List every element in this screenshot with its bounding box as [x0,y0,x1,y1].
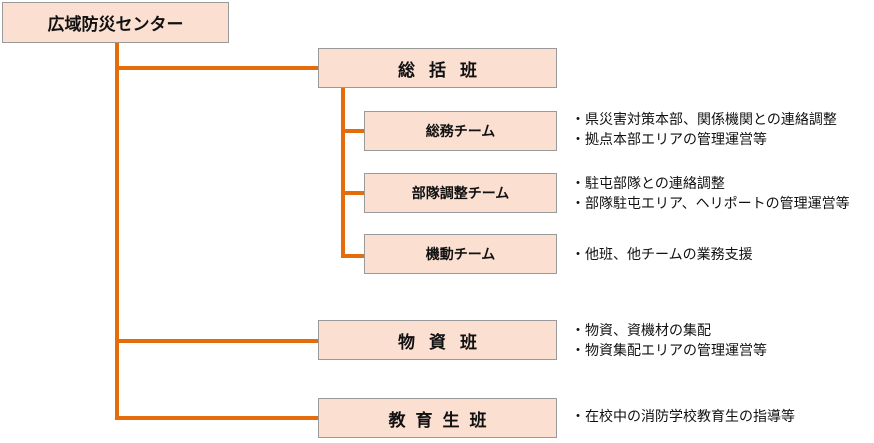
sub-trunk-line [341,88,345,258]
subteam-unit-coordination-label: 部隊調整チーム [411,186,510,202]
branch-line-trainees [115,416,318,420]
group-supplies-box: 物資班 [318,320,557,360]
duty-item: ・物資集配エリアの管理運営等 [571,343,767,359]
branch-line-general [115,66,318,70]
subteam-mobile-label: 機動チーム [425,247,496,263]
group-trainees-box: 教育生班 [318,398,557,438]
duty-item: ・他班、他チームの業務支援 [571,247,753,263]
subteam-unit-coordination-box: 部隊調整チーム [364,173,557,213]
duty-item: ・在校中の消防学校教育生の指導等 [571,409,795,425]
group-supplies-label: 物資班 [398,332,491,353]
duties-trainees: ・在校中の消防学校教育生の指導等 [571,407,795,427]
root-node-box: 広域防災センター [2,2,229,43]
subteam-general-affairs-box: 総務チーム [364,111,557,151]
duties-supplies: ・物資、資機材の集配 ・物資集配エリアの管理運営等 [571,321,767,361]
group-general-label: 総括班 [398,60,491,81]
trunk-line [115,43,119,419]
sub-branch-line-unit-coordination [341,191,364,195]
duty-item: ・部隊駐屯エリア、ヘリポートの管理運営等 [571,196,850,212]
duties-unit-coordination: ・駐屯部隊との連絡調整 ・部隊駐屯エリア、ヘリポートの管理運営等 [571,174,850,214]
root-node-label: 広域防災センター [47,15,184,35]
sub-branch-line-general-affairs [341,129,364,133]
group-general-box: 総括班 [318,48,557,88]
subteam-general-affairs-label: 総務チーム [425,124,496,140]
sub-branch-line-mobile [341,254,364,258]
duties-general-affairs: ・県災害対策本部、関係機関との連絡調整 ・拠点本部エリアの管理運営等 [571,110,837,150]
subteam-mobile-box: 機動チーム [364,234,557,274]
duty-item: ・県災害対策本部、関係機関との連絡調整 [571,112,837,128]
group-trainees-label: 教育生班 [388,410,497,431]
duty-item: ・拠点本部エリアの管理運営等 [571,132,767,148]
duty-item: ・物資、資機材の集配 [571,323,711,339]
duty-item: ・駐屯部隊との連絡調整 [571,176,725,192]
duties-mobile: ・他班、他チームの業務支援 [571,245,753,265]
branch-line-supplies [115,339,318,343]
